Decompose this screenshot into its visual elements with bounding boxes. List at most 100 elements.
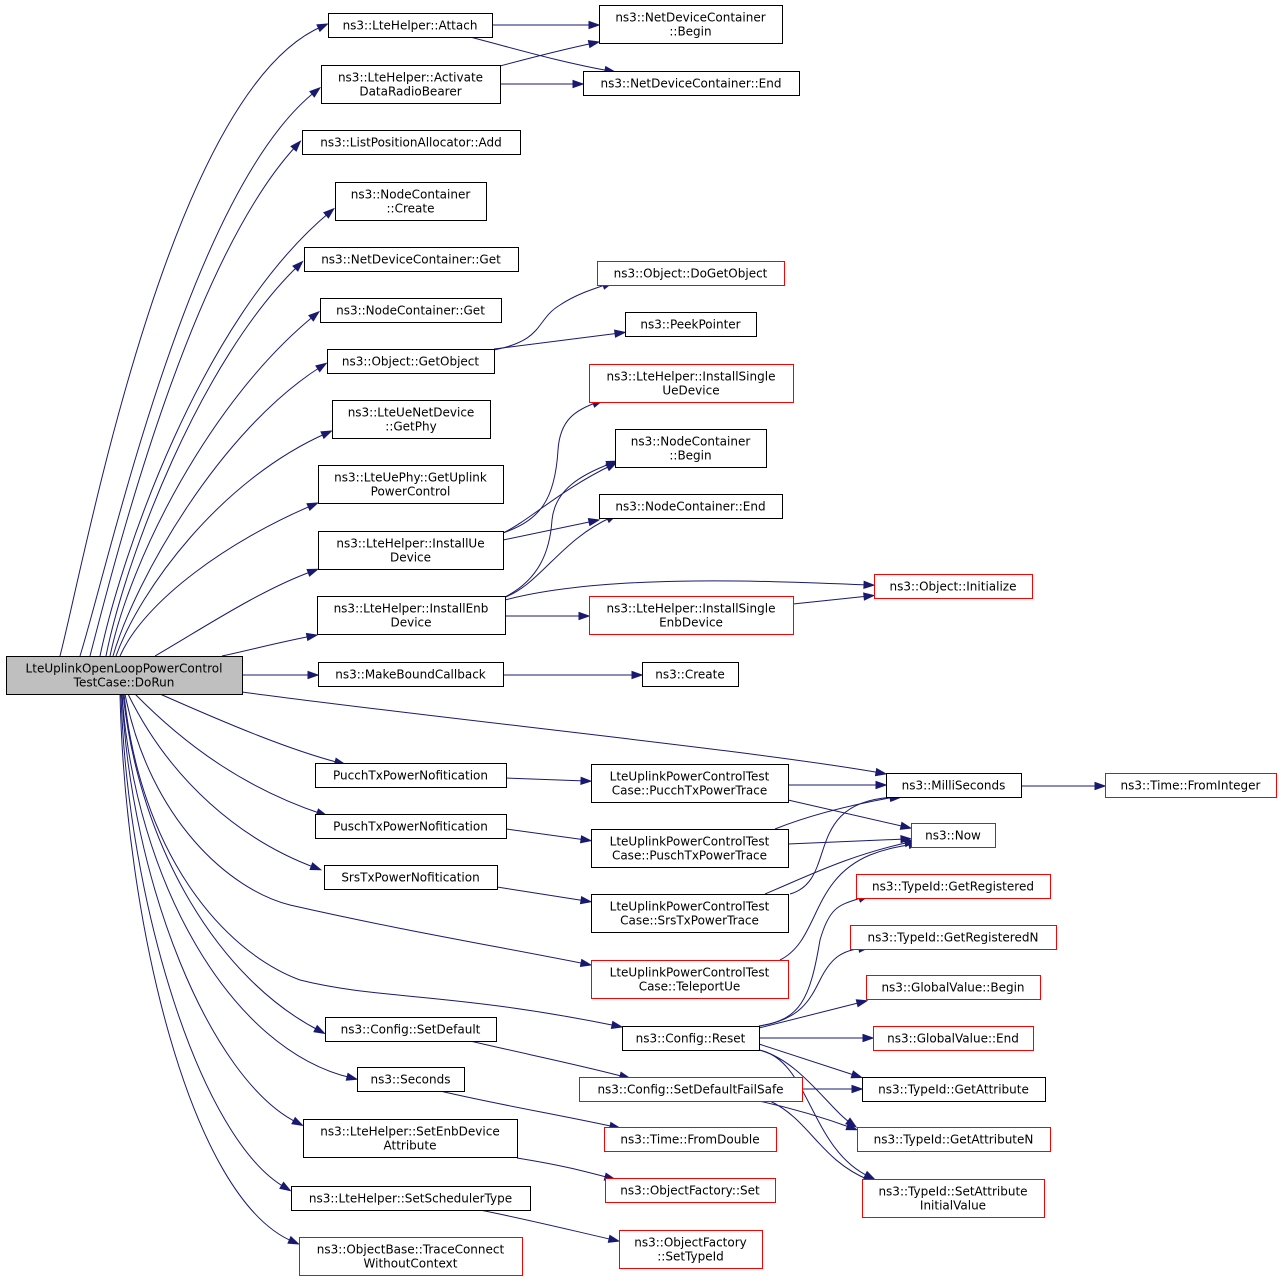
edge-arrowhead (579, 895, 593, 905)
node-set-scheduler[interactable]: ns3::LteHelper::SetSchedulerType (291, 1186, 531, 1211)
node-pusch-trace[interactable]: LteUplinkPowerControlTestCase::PuschTxPo… (591, 829, 789, 868)
node-box (874, 574, 1033, 599)
node-ndc-get[interactable]: ns3::NetDeviceContainer::Get (304, 247, 519, 272)
node-label: DataRadioBearer (359, 85, 461, 99)
node-trace-connect[interactable]: ns3::ObjectBase::TraceConnectWithoutCont… (299, 1237, 523, 1276)
node-label: ns3::LteHelper::Activate (338, 71, 483, 85)
node-label: ns3::NodeContainer::End (615, 500, 765, 514)
node-root[interactable]: LteUplinkOpenLoopPowerControlTestCase::D… (6, 656, 243, 695)
node-label: Device (390, 551, 431, 565)
node-box (857, 1127, 1051, 1152)
node-teleport[interactable]: LteUplinkPowerControlTestCase::TeleportU… (591, 960, 789, 999)
node-ltue-getphy[interactable]: ns3::LteUeNetDevice::GetPhy (332, 400, 491, 439)
edge-root-to-set_scheduler (120, 693, 292, 1192)
node-typeid-getattributen[interactable]: ns3::TypeId::GetAttributeN (857, 1127, 1051, 1152)
edge-line (89, 144, 298, 657)
node-ndc-end[interactable]: ns3::NetDeviceContainer::End (583, 71, 800, 96)
node-label: ns3::MakeBoundCallback (335, 668, 486, 682)
node-create[interactable]: ns3::Create (642, 662, 739, 687)
node-nc-begin[interactable]: ns3::NodeContainer::Begin (615, 429, 767, 468)
node-nc-get[interactable]: ns3::NodeContainer::Get (320, 298, 502, 323)
node-config-setdefaultfailsafe[interactable]: ns3::Config::SetDefaultFailSafe (579, 1077, 803, 1102)
edge-line (221, 635, 313, 657)
node-seconds[interactable]: ns3::Seconds (357, 1067, 465, 1092)
node-ndc-begin[interactable]: ns3::NetDeviceContainer::Begin (599, 5, 783, 44)
node-label: ns3::TypeId::GetAttributeN (874, 1133, 1034, 1147)
node-objfactory-settypeid[interactable]: ns3::ObjectFactory::SetTypeId (619, 1230, 763, 1269)
node-label: ns3::NodeContainer (631, 435, 751, 449)
edge-config_reset-to-typeid_getattribute (758, 1043, 864, 1079)
edge-config_reset-to-typeid_setattrinit (758, 1049, 876, 1180)
node-srs-trace[interactable]: LteUplinkPowerControlTestCase::SrsTxPowe… (591, 894, 789, 933)
edge-arrowhead (313, 1024, 326, 1035)
node-time-frominteger[interactable]: ns3::Time::FromInteger (1105, 773, 1277, 798)
edge-activate-to-ndc_end (500, 79, 585, 89)
node-label: ns3::Config::SetDefault (341, 1023, 481, 1037)
node-label: ns3::TypeId::SetAttribute (878, 1185, 1027, 1199)
node-label: ns3::ObjectFactory (634, 1236, 747, 1250)
node-label: Case::PuschTxPowerTrace (612, 849, 767, 863)
node-gv-begin[interactable]: ns3::GlobalValue::Begin (866, 975, 1041, 1000)
node-box (862, 1077, 1046, 1102)
edge-line (124, 693, 587, 965)
node-config-reset[interactable]: ns3::Config::Reset (622, 1026, 760, 1051)
node-srs-nof[interactable]: SrsTxPowerNofitication (324, 865, 498, 890)
node-nc-create[interactable]: ns3::NodeContainer::Create (335, 182, 487, 221)
node-box (324, 865, 498, 890)
node-label: ns3::LteUeNetDevice (348, 406, 475, 420)
node-label: LteUplinkPowerControlTest (610, 966, 770, 980)
edge-activate-to-ndc_begin (499, 40, 601, 67)
node-typeid-getregisteredn[interactable]: ns3::TypeId::GetRegisteredN (850, 925, 1057, 950)
node-box (6, 656, 243, 695)
node-label: ns3::TypeId::GetRegistered (872, 880, 1034, 894)
node-pucch-trace[interactable]: LteUplinkPowerControlTestCase::PucchTxPo… (591, 764, 789, 803)
edge-line (121, 693, 299, 1124)
node-box (304, 247, 519, 272)
edge-root-to-config_reset (123, 693, 624, 1030)
edge-arrowhead (308, 310, 321, 322)
node-box (318, 531, 504, 570)
node-gv-end[interactable]: ns3::GlobalValue::End (873, 1026, 1034, 1051)
edge-line (127, 693, 317, 869)
edge-line (122, 693, 321, 1032)
node-lpa-add[interactable]: ns3::ListPositionAllocator::Add (302, 130, 521, 155)
edge-arrowhead (572, 79, 585, 89)
node-pusch-nof[interactable]: PuschTxPowerNofitication (315, 814, 507, 839)
node-attach[interactable]: ns3::LteHelper::Attach (328, 13, 493, 38)
edge-line (439, 1090, 616, 1128)
node-config-setdefault[interactable]: ns3::Config::SetDefault (325, 1017, 497, 1042)
node-obj-dogetobject[interactable]: ns3::Object::DoGetObject (597, 261, 785, 286)
node-obj-initialize[interactable]: ns3::Object::Initialize (874, 574, 1033, 599)
node-peekpointer[interactable]: ns3::PeekPointer (625, 312, 757, 337)
node-nc-end[interactable]: ns3::NodeContainer::End (599, 494, 783, 519)
edge-set_scheduler-to-objfactory_settypeid (479, 1209, 621, 1243)
node-make-bound[interactable]: ns3::MakeBoundCallback (318, 662, 504, 687)
edge-line (479, 1209, 615, 1241)
edge-arrowhead (845, 1122, 859, 1131)
edge-arrowhead (320, 430, 333, 440)
node-box (357, 1067, 465, 1092)
node-box (604, 1127, 777, 1152)
node-label: PucchTxPowerNofitication (333, 769, 488, 783)
node-time-fromdouble[interactable]: ns3::Time::FromDouble (604, 1127, 777, 1152)
call-edges (59, 20, 1107, 1245)
node-typeid-getattribute[interactable]: ns3::TypeId::GetAttribute (862, 1077, 1046, 1102)
node-now[interactable]: ns3::Now (911, 823, 996, 848)
node-pucch-nof[interactable]: PucchTxPowerNofitication (315, 763, 507, 788)
edge-arrowhead (899, 821, 913, 830)
node-milliseconds[interactable]: ns3::MilliSeconds (886, 773, 1022, 798)
node-label: ns3::LteHelper::Attach (343, 19, 478, 33)
node-box (597, 261, 785, 286)
node-label: ns3::LteHelper::InstallUe (336, 537, 484, 551)
node-typeid-getregistered[interactable]: ns3::TypeId::GetRegistered (856, 874, 1051, 899)
node-objfactory-set[interactable]: ns3::ObjectFactory::Set (605, 1178, 776, 1203)
node-obj-getobject[interactable]: ns3::Object::GetObject (327, 349, 495, 374)
